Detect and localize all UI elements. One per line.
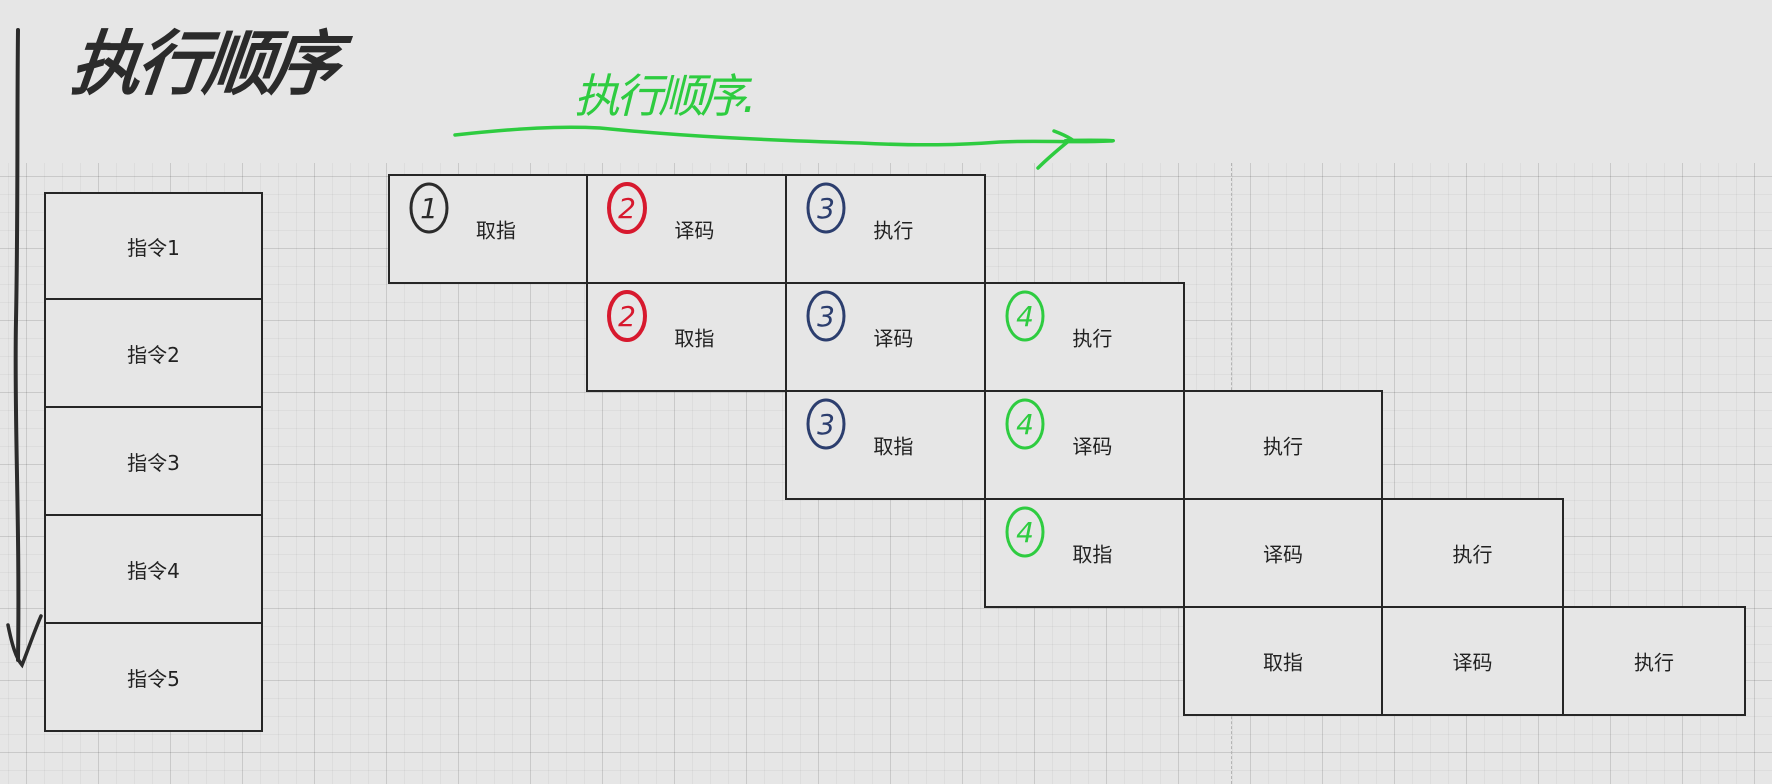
horizontal-order-arrow-icon: [453, 125, 1115, 147]
svg-text:4: 4: [1016, 408, 1034, 441]
svg-text:3: 3: [817, 408, 835, 441]
stage-label: 译码: [1072, 434, 1113, 459]
instruction-label: 指令3: [127, 450, 180, 475]
stage-label: 执行: [1263, 434, 1303, 459]
circled-number-2-icon: 2: [604, 178, 654, 240]
stage-label: 取指: [1263, 650, 1303, 675]
pipeline-cell: 执行: [1183, 390, 1383, 500]
stage-label: 译码: [873, 326, 914, 351]
circled-number-3-icon: 3: [803, 178, 853, 240]
stage-label: 译码: [674, 218, 715, 243]
svg-text:4: 4: [1016, 300, 1034, 333]
instruction-box: 指令4: [44, 514, 263, 624]
pipeline-cell: 取指 3: [785, 390, 986, 500]
stage-label: 译码: [1263, 542, 1303, 567]
instruction-box: 指令2: [44, 298, 263, 408]
pipeline-cell: 执行 3: [785, 174, 986, 284]
stage-label: 执行: [873, 218, 914, 243]
pipeline-cell: 译码 2: [586, 174, 787, 284]
instruction-box: 指令1: [44, 192, 263, 300]
pipeline-cell: 译码: [1183, 498, 1383, 608]
instruction-label: 指令2: [127, 342, 180, 367]
pipeline-cell: 译码: [1381, 606, 1564, 716]
svg-text:3: 3: [817, 300, 835, 333]
circled-number-3-icon: 3: [803, 394, 853, 456]
page-title: 执行顺序: [67, 23, 340, 105]
stage-label: 取指: [1072, 542, 1113, 567]
circled-number-4-icon: 4: [1002, 394, 1052, 456]
instruction-label: 指令5: [127, 666, 180, 691]
svg-text:2: 2: [618, 300, 636, 333]
svg-text:4: 4: [1016, 516, 1034, 549]
stage-label: 执行: [1634, 650, 1674, 675]
horizontal-arrow-label: 执行顺序.: [574, 69, 757, 123]
pipeline-cell: 执行: [1381, 498, 1564, 608]
pipeline-cell: 取指 4: [984, 498, 1185, 608]
circled-number-4-icon: 4: [1002, 286, 1052, 348]
stage-label: 取指: [475, 218, 516, 243]
pipeline-cell: 取指 2: [586, 282, 787, 392]
stage-label: 执行: [1452, 542, 1493, 567]
stage-label: 译码: [1452, 650, 1493, 675]
instruction-label: 指令4: [127, 558, 180, 583]
circled-number-2-icon: 2: [604, 286, 654, 348]
pipeline-cell: 取指: [1183, 606, 1383, 716]
stage-label: 执行: [1072, 326, 1113, 351]
instruction-label: 指令1: [127, 235, 180, 260]
svg-text:1: 1: [420, 192, 438, 225]
svg-text:2: 2: [618, 192, 636, 225]
circled-number-3-icon: 3: [803, 286, 853, 348]
instruction-box: 指令3: [44, 406, 263, 516]
circled-number-4-icon: 4: [1002, 502, 1052, 564]
circled-number-1-icon: 1: [406, 178, 456, 240]
pipeline-cell: 译码 4: [984, 390, 1185, 500]
stage-label: 取指: [674, 326, 715, 351]
pipeline-cell: 执行: [1562, 606, 1746, 716]
pipeline-cell: 取指 1: [388, 174, 588, 284]
svg-text:3: 3: [817, 192, 835, 225]
instruction-box: 指令5: [44, 622, 263, 732]
pipeline-cell: 译码 3: [785, 282, 986, 392]
stage-label: 取指: [873, 434, 914, 459]
pipeline-cell: 执行 4: [984, 282, 1185, 392]
